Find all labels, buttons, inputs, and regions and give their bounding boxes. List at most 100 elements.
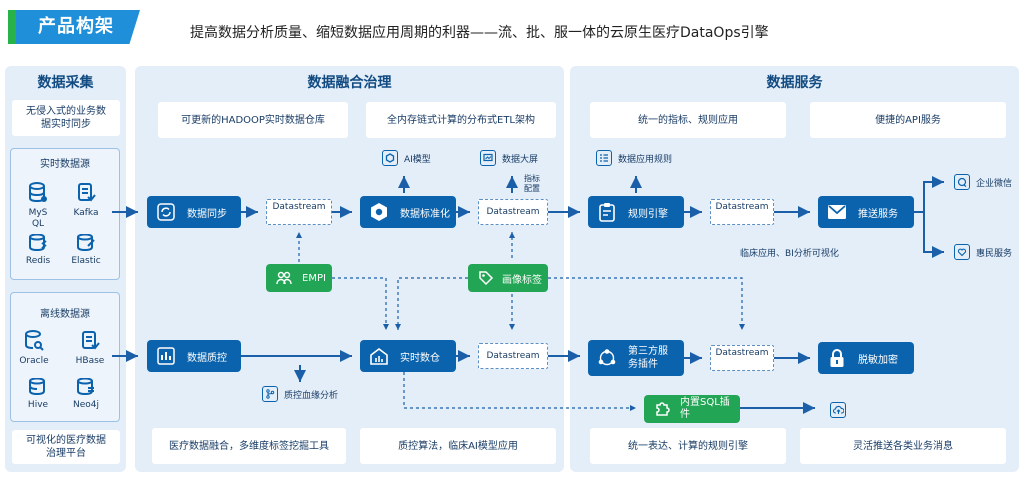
kafka-label: Kafka <box>73 208 99 218</box>
standardize-label: 数据标准化 <box>400 208 450 220</box>
collection-title: 数据采集 <box>37 75 94 91</box>
profile-tag-label: 画像标签 <box>502 274 542 286</box>
third-party-plugin-node[interactable]: 第三方服务插件 <box>588 340 684 376</box>
puzzle-icon <box>656 402 670 416</box>
quality-control-label: 数据质控 <box>187 352 227 364</box>
product-architecture-tag: 产品构架 <box>8 10 140 44</box>
app-rules-item: 数据应用规则 <box>596 150 672 166</box>
ai-model-item: AI模型 <box>382 150 431 166</box>
unified-metrics-box: 统一的指标、规则应用 <box>590 102 786 138</box>
api-service-box: 便捷的API服务 <box>810 102 1006 138</box>
push-service-node[interactable]: 推送服务 <box>818 196 914 228</box>
push-service-label: 推送服务 <box>858 208 898 220</box>
hexagon-icon <box>382 150 398 166</box>
qc-algorithm-box: 质控算法，临床AI模型应用 <box>360 428 556 464</box>
service-title: 数据服务 <box>766 75 823 91</box>
redis-source: Redis <box>18 234 58 267</box>
clinical-bi-note: 临床应用、BI分析可视化 <box>740 249 839 259</box>
standardize-node[interactable]: 数据标准化 <box>360 196 456 228</box>
cloud-upload-icon <box>830 402 846 418</box>
empi-node[interactable]: EMPI <box>266 264 332 292</box>
neo4j-source: Neo4j <box>66 378 106 411</box>
kafka-source: Kafka <box>66 182 106 219</box>
database-icon <box>29 378 45 396</box>
chart-screen-icon <box>480 150 496 166</box>
big-screen-label: 数据大屏 <box>502 154 539 165</box>
database-icon <box>77 234 95 252</box>
datastream-box-3: Datastream <box>478 343 548 369</box>
benefit-item: 惠民服务 <box>954 244 1012 260</box>
desensitize-node[interactable]: 脱敏加密 <box>818 342 914 374</box>
hive-source: Hive <box>18 378 58 411</box>
realtime-source-label: 实时数据源 <box>40 159 90 170</box>
clipboard-icon <box>596 201 618 223</box>
offline-source-group <box>10 292 120 422</box>
cloud-upload-item <box>830 402 852 418</box>
warehouse-icon <box>368 345 390 367</box>
database-icon <box>77 378 94 396</box>
hbase-label: HBase <box>75 356 105 366</box>
share-nodes-icon <box>596 347 618 369</box>
lock-icon <box>826 347 848 369</box>
neo4j-label: Neo4j <box>72 400 99 410</box>
page-subtitle: 提高数据分析质量、缩短数据应用周期的利器——流、批、服一体的云原生医疗DataO… <box>190 25 769 41</box>
database-icon <box>29 234 47 252</box>
redis-label: Redis <box>25 256 51 266</box>
oracle-source: Oracle <box>14 330 54 367</box>
data-sync-label: 数据同步 <box>187 208 227 220</box>
elastic-label: Elastic <box>71 256 101 266</box>
wecom-item: 企业微信 <box>954 174 1012 190</box>
app-rules-label: 数据应用规则 <box>618 154 673 165</box>
big-screen-item: 数据大屏 <box>480 150 538 166</box>
etl-architecture-box: 全内存链式计算的分布式ETL架构 <box>366 102 556 138</box>
benefit-label: 惠民服务 <box>976 248 1013 259</box>
hexagon-icon <box>368 201 390 223</box>
push-desc-box: 灵活推送各类业务消息 <box>800 428 1006 464</box>
offline-source-label: 离线数据源 <box>40 309 90 320</box>
datastream-box-5: Datastream <box>710 345 774 371</box>
mysql-label: MySQL <box>28 208 48 229</box>
sync-icon <box>155 201 177 223</box>
bar-chart-icon <box>155 345 177 367</box>
desensitize-label: 脱敏加密 <box>858 354 898 366</box>
datastream-box-2: Datastream <box>478 199 548 225</box>
realtime-warehouse-node[interactable]: 实时数仓 <box>360 340 456 372</box>
visual-governance-box: 可视化的医疗数据治理平台 <box>12 430 120 464</box>
oracle-label: Oracle <box>19 356 49 366</box>
chat-icon <box>954 174 970 190</box>
datastream-box-4: Datastream <box>710 199 774 225</box>
lineage-item: 质控血缘分析 <box>262 386 338 402</box>
tag-icon <box>479 271 494 286</box>
rule-engine-label: 规则引擎 <box>628 208 668 220</box>
heart-box-icon <box>954 244 970 260</box>
database-icon <box>78 183 96 202</box>
third-party-label: 第三方服务插件 <box>628 346 668 370</box>
list-icon <box>596 150 612 166</box>
rule-engine-node[interactable]: 规则引擎 <box>588 196 684 228</box>
hadoop-warehouse-box: 可更新的HADOOP实时数据仓库 <box>158 102 348 138</box>
empi-label: EMPI <box>302 272 326 284</box>
lineage-label: 质控血缘分析 <box>284 390 339 401</box>
governance-title: 数据融合治理 <box>307 75 392 91</box>
rule-engine-desc-box: 统一表达、计算的规则引擎 <box>590 428 786 464</box>
mail-icon <box>826 201 848 223</box>
realtime-source-group <box>10 148 120 280</box>
realtime-sync-box: 无侵入式的业务数据实时同步 <box>12 100 120 136</box>
sql-plugin-node[interactable]: 内置SQL插件 <box>644 395 740 423</box>
elastic-source: Elastic <box>66 234 106 267</box>
metric-config-note: 指标配置 <box>524 174 540 193</box>
database-icon <box>29 182 47 203</box>
medical-fusion-box: 医疗数据融合，多维度标签挖掘工具 <box>152 428 346 464</box>
database-icon <box>82 331 100 350</box>
users-icon <box>276 271 292 285</box>
sql-plugin-label: 内置SQL插件 <box>680 397 730 420</box>
wecom-label: 企业微信 <box>976 178 1013 189</box>
mysql-source: MySQL <box>18 182 58 230</box>
data-sync-node[interactable]: 数据同步 <box>147 196 241 228</box>
hbase-source: HBase <box>70 330 110 367</box>
ai-model-label: AI模型 <box>404 154 431 165</box>
database-search-icon <box>25 330 44 351</box>
quality-control-node[interactable]: 数据质控 <box>147 340 241 372</box>
profile-tag-node[interactable]: 画像标签 <box>468 264 548 292</box>
